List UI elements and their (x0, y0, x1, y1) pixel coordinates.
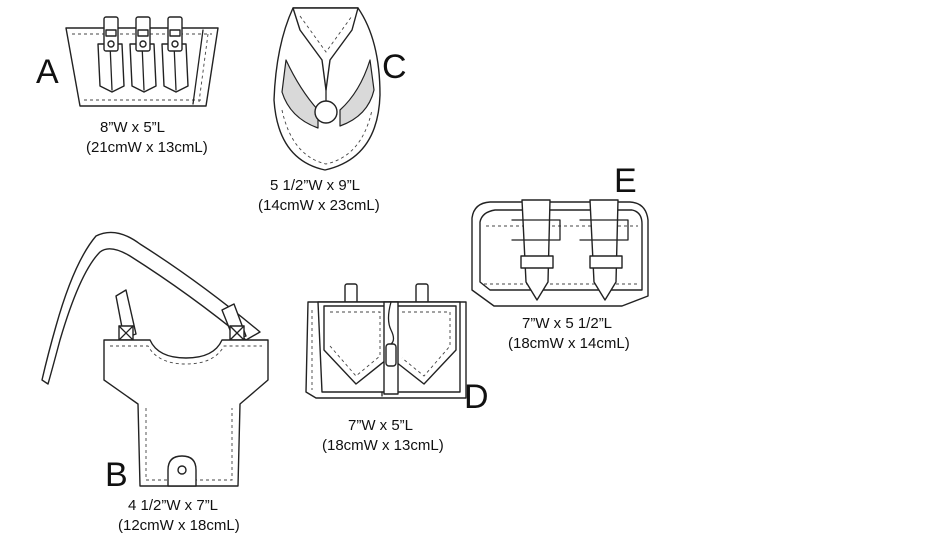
view-b-size-inches: 4 1/2”W x 7”L (128, 497, 219, 514)
view-e-size-cm: (18cmW x 14cmL) (508, 335, 630, 352)
view-a-size-cm: (21cmW x 13cmL) (86, 139, 208, 156)
view-c-letter: C (382, 48, 407, 86)
view-e-drawing (471, 199, 649, 307)
view-b-letter: B (105, 456, 128, 494)
view-e-size-inches: 7”W x 5 1/2”L (522, 315, 613, 332)
view-c-drawing (273, 7, 381, 171)
view-b-size-cm: (12cmW x 18cmL) (118, 517, 240, 534)
view-c-dimensions: 5 1/2”W x 9”L (14cmW x 23cmL) (258, 176, 380, 216)
view-d-drawing (305, 283, 467, 399)
view-a-dimensions: 8”W x 5”L (21cmW x 13cmL) (86, 118, 208, 158)
view-b-drawing (41, 231, 269, 487)
view-d-dimensions: 7”W x 5”L (18cmW x 13cmL) (322, 416, 444, 456)
view-c-size-inches: 5 1/2”W x 9”L (270, 177, 361, 194)
view-a-drawing (65, 16, 219, 107)
view-a-letter: A (36, 53, 59, 91)
view-a-size-inches: 8”W x 5”L (100, 119, 166, 136)
view-e-letter: E (614, 162, 637, 200)
view-e-dimensions: 7”W x 5 1/2”L (18cmW x 14cmL) (508, 314, 630, 354)
view-d-size-cm: (18cmW x 13cmL) (322, 437, 444, 454)
view-d-size-inches: 7”W x 5”L (348, 417, 414, 434)
view-b-dimensions: 4 1/2”W x 7”L (12cmW x 18cmL) (118, 496, 240, 536)
view-d-letter: D (464, 378, 489, 416)
view-c-size-cm: (14cmW x 23cmL) (258, 197, 380, 214)
